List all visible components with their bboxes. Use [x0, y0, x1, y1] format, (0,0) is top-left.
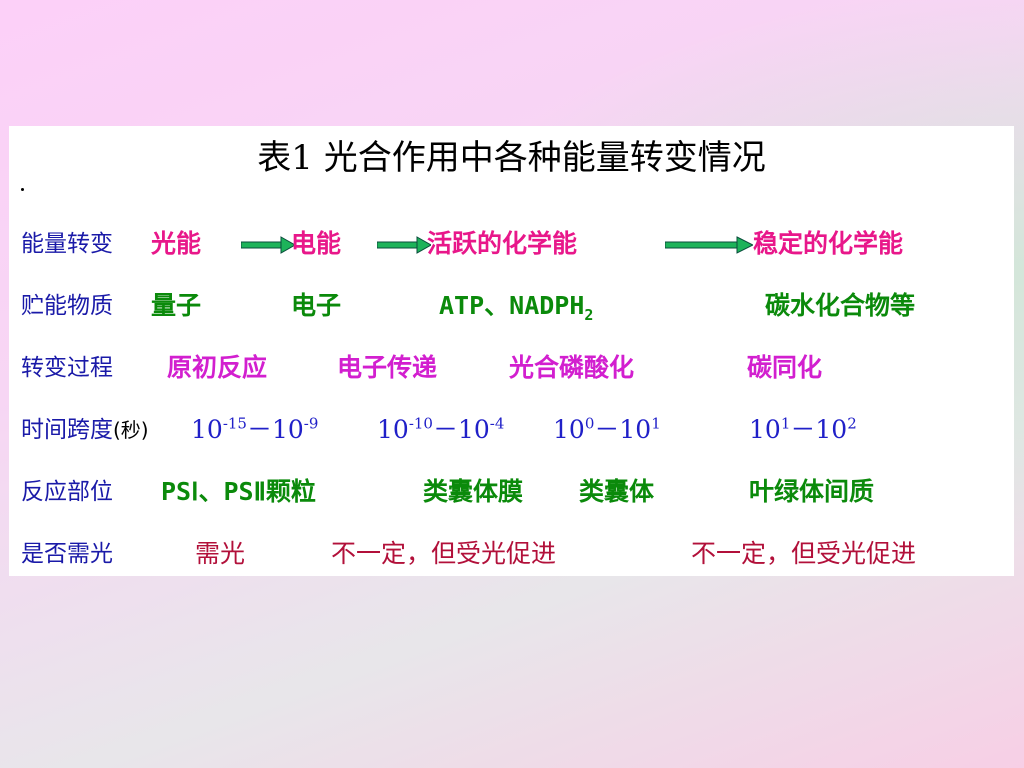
process-primary-reaction: 原初反应 — [167, 353, 268, 382]
stray-dot — [21, 188, 24, 191]
time-range-4: 101－102 — [749, 414, 857, 444]
time-range-2: 10-10－10-4 — [377, 414, 505, 444]
table-panel: 表1 光合作用中各种能量转变情况 能量转变 光能 电能 活跃的化学能 稳定的化学… — [9, 126, 1014, 576]
row-reaction-site: 反应部位 PSⅠ、PSⅡ颗粒 类囊体膜 类囊体 叶绿体间质 — [9, 472, 1014, 512]
row-label-process: 转变过程 — [21, 355, 113, 381]
time-range-3: 100－101 — [553, 414, 661, 444]
process-photophosphorylation: 光合磷酸化 — [509, 353, 635, 382]
site-thylakoid-membrane: 类囊体膜 — [423, 477, 524, 506]
storage-carbohydrate: 碳水化合物等 — [765, 291, 916, 320]
row-energy-conversion: 能量转变 光能 电能 活跃的化学能 稳定的化学能 — [9, 224, 1014, 264]
row-time-span: 时间跨度(秒) 10-15－10-9 10-10－10-4 100－101 10… — [9, 410, 1014, 450]
right-arrow-icon — [665, 236, 753, 254]
energy-electric: 电能 — [291, 229, 342, 258]
site-ps-particles: PSⅠ、PSⅡ颗粒 — [161, 477, 316, 506]
row-label-energy: 能量转变 — [21, 231, 113, 257]
storage-atp-nadph: ATP、NADPH2 — [439, 286, 593, 326]
row-label-time-text: 时间跨度 — [21, 417, 113, 443]
table-title: 表1 光合作用中各种能量转变情况 — [257, 138, 766, 178]
row-label-site: 反应部位 — [21, 479, 113, 505]
time-range-1: 10-15－10-9 — [191, 414, 319, 444]
storage-atp-nadph-text: ATP、NADPH — [439, 291, 585, 320]
nadph-subscript: 2 — [584, 306, 594, 324]
right-arrow-icon — [241, 236, 295, 254]
light-promoted-2: 不一定，但受光促进 — [691, 539, 917, 568]
site-thylakoid: 类囊体 — [579, 477, 655, 506]
site-stroma: 叶绿体间质 — [749, 477, 875, 506]
process-electron-transport: 电子传递 — [337, 353, 438, 382]
row-energy-storage: 贮能物质 量子 电子 ATP、NADPH2 碳水化合物等 — [9, 286, 1014, 326]
storage-quantum: 量子 — [151, 291, 202, 320]
row-label-time: 时间跨度(秒) — [21, 410, 149, 450]
process-carbon-assimilation: 碳同化 — [747, 353, 823, 382]
energy-stable-chemical: 稳定的化学能 — [753, 229, 904, 258]
row-label-light: 是否需光 — [21, 541, 113, 567]
row-label-time-unit: (秒) — [113, 418, 149, 442]
light-promoted-1: 不一定，但受光促进 — [331, 539, 557, 568]
right-arrow-icon — [377, 236, 431, 254]
storage-electron: 电子 — [291, 291, 342, 320]
row-process: 转变过程 原初反应 电子传递 光合磷酸化 碳同化 — [9, 348, 1014, 388]
row-label-storage: 贮能物质 — [21, 293, 113, 319]
row-light-requirement: 是否需光 需光 不一定，但受光促进 不一定，但受光促进 — [9, 534, 1014, 574]
energy-light: 光能 — [151, 229, 202, 258]
light-required: 需光 — [195, 539, 246, 568]
energy-active-chemical: 活跃的化学能 — [427, 229, 578, 258]
